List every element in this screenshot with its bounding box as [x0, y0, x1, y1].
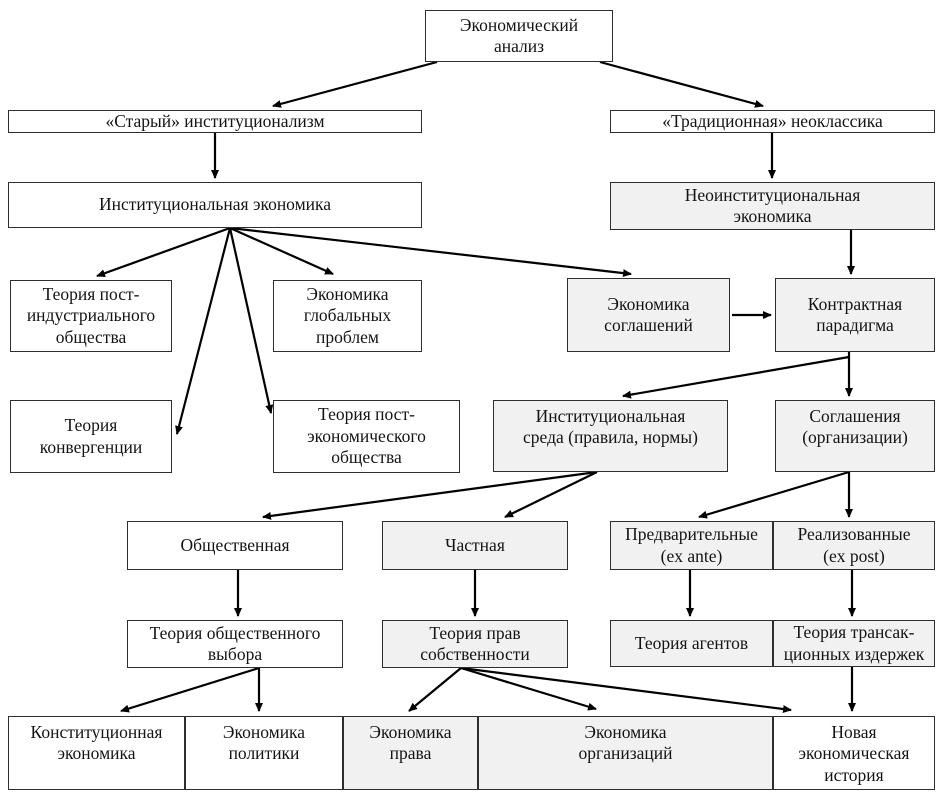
node-agreements-economics: Экономика соглашений	[567, 278, 730, 352]
arrow-property-rights-theory-to-law-economics	[408, 667, 462, 712]
node-politics-economics: Экономика политики	[185, 716, 343, 790]
node-agreements-organizations: Соглашения (организации)	[775, 400, 935, 472]
node-property-rights-theory: Теория прав собственности	[382, 620, 568, 668]
arrow-property-rights-theory-to-organizations-economics	[460, 666, 597, 711]
arrow-economic-analysis-to-old-institutionalism	[272, 60, 438, 108]
node-institutional-environment: Институциональная среда (правила, нормы)	[493, 400, 728, 472]
node-ex-post: Реализованные (ex post)	[773, 521, 935, 570]
node-institutional-economics: Институциональная экономика	[8, 182, 422, 228]
node-post-industrial-society: Теория пост- индустриального общества	[10, 280, 172, 352]
arrow-contract-paradigm-to-institutional-environment	[622, 355, 850, 399]
node-private: Частная	[382, 521, 568, 570]
node-organizations-economics: Экономика организаций	[478, 716, 773, 790]
node-ex-ante: Предварительные (ex ante)	[610, 521, 773, 570]
node-contract-paradigm: Контрактная парадигма	[775, 278, 935, 352]
arrow-public-choice-theory-to-constitutional-economics	[120, 666, 260, 713]
arrow-institutional-economics-to-agreements-economics	[229, 226, 632, 278]
node-transaction-costs-theory: Теория трансак- ционных издержек	[773, 620, 935, 667]
node-traditional-neoclassic: «Традиционная» неоклассика	[610, 110, 935, 133]
node-new-economic-history: Новая экономическая история	[773, 716, 935, 790]
node-global-problems-economics: Экономика глобальных проблем	[273, 280, 422, 352]
arrow-institutional-environment-to-private	[504, 471, 598, 518]
arrow-agreements-organizations-to-ex-ante	[698, 470, 850, 519]
node-public-choice-theory: Теория общественного выбора	[127, 620, 343, 668]
arrow-institutional-economics-to-convergence-theory	[175, 227, 232, 435]
node-economic-analysis: Экономический анализ	[425, 10, 613, 62]
node-neoinstitutional-economics: Неоинституциональная экономика	[610, 182, 935, 230]
node-convergence-theory: Теория конвергенции	[10, 400, 172, 473]
arrow-institutional-economics-to-global-problems-economics	[229, 226, 334, 276]
node-post-economic-society: Теория пост- экономического общества	[273, 400, 460, 473]
arrow-institutional-environment-to-public	[262, 470, 598, 520]
arrow-property-rights-theory-to-new-economic-history	[460, 666, 792, 713]
node-law-economics: Экономика права	[343, 716, 478, 790]
node-old-institutionalism: «Старый» институционализм	[8, 110, 422, 133]
node-agency-theory: Теория агентов	[610, 620, 773, 667]
node-constitutional-economics: Конституционная экономика	[8, 716, 185, 790]
arrow-institutional-economics-to-post-economic-society	[228, 227, 274, 414]
node-public: Общественная	[127, 521, 343, 570]
arrow-economic-analysis-to-traditional-neoclassic	[599, 60, 764, 108]
arrow-institutional-economics-to-post-industrial-society	[96, 226, 231, 278]
